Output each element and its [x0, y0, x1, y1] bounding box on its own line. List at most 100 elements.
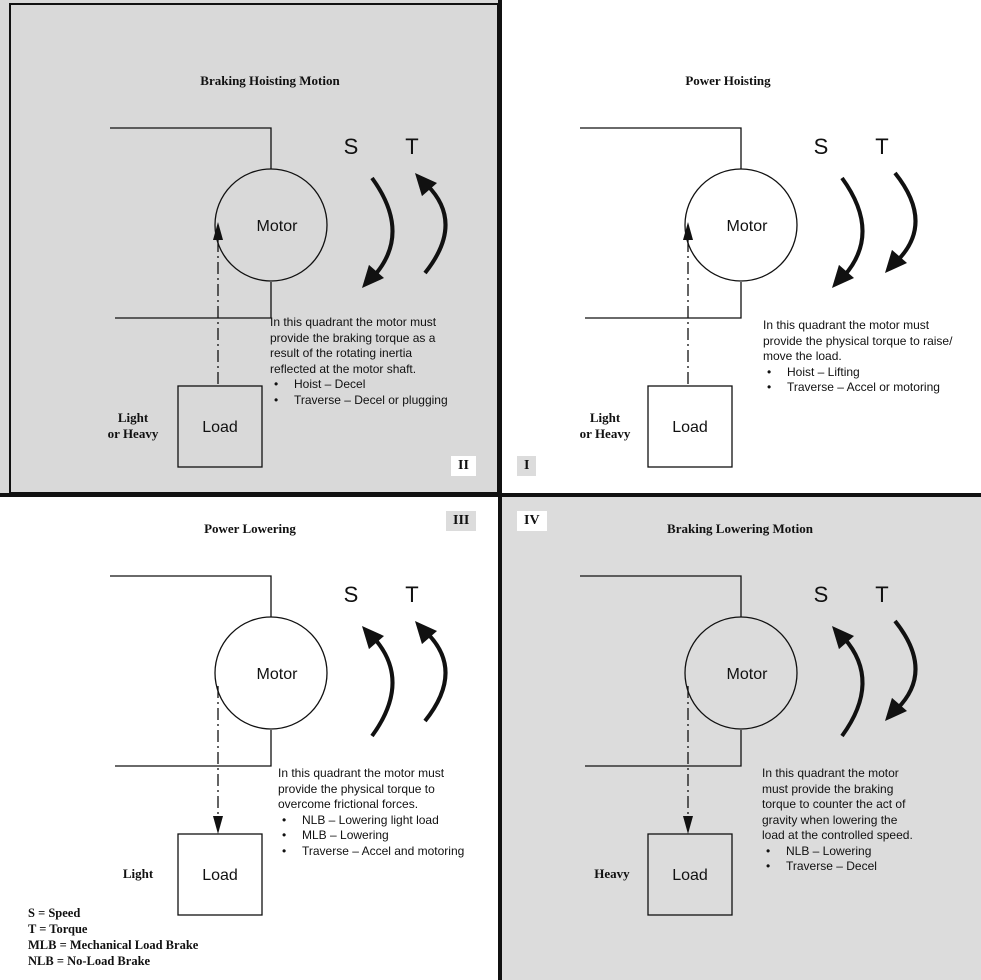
load-weight-line: Light	[589, 410, 621, 425]
description-line: In this quadrant the motor must	[270, 315, 437, 329]
bullet-item: Traverse – Accel or motoring	[767, 380, 979, 396]
q1-torque-arrow-shaft	[893, 171, 918, 263]
description-line: must provide the braking	[762, 781, 894, 796]
q1-motor-bottom-wire	[585, 282, 742, 319]
q1-load-label: Load	[672, 419, 708, 436]
bullet-item: Traverse – Accel and motoring	[282, 844, 498, 860]
description-line: provide the physical torque to raise/	[763, 333, 953, 348]
q2-speed-letter: S	[344, 134, 359, 159]
q4-motor-top-wire	[580, 575, 742, 618]
q4-torque-arrow-shaft	[893, 619, 918, 711]
q4-speed-arrow-shaft	[840, 636, 865, 738]
q4-link-arrowhead	[683, 816, 693, 834]
q2-load-label: Load	[202, 419, 238, 436]
bullet-item: NLB – Lowering	[766, 844, 978, 860]
q3-motor-top-wire	[110, 575, 272, 618]
q2-motor-top-wire	[110, 127, 272, 170]
q1-link-arrowhead	[683, 222, 693, 240]
q4-load-label: Load	[672, 867, 708, 884]
description-line: provide the braking torque as a	[270, 330, 436, 345]
quadrant-ii-description: In this quadrant the motor must provide …	[270, 315, 490, 408]
quadrant-i-load-weight: Light or Heavy	[572, 410, 638, 442]
q3-motor-label: Motor	[257, 666, 299, 683]
description-line: result of the rotating inertia	[270, 346, 413, 360]
q1-motor-circle	[684, 168, 798, 282]
legend-line: S = Speed	[28, 906, 81, 920]
quadrant-iv-number-badge: IV	[517, 511, 547, 531]
q2-motor-circle	[214, 168, 328, 282]
bullet-item: Hoist – Lifting	[767, 365, 979, 381]
description-line: torque to counter the act of	[762, 797, 906, 811]
load-weight-line: or Heavy	[579, 426, 631, 441]
q1-torque-arrow-head	[885, 249, 908, 273]
q2-motor-bottom-wire	[115, 282, 272, 319]
legend-line: T = Torque	[28, 922, 88, 936]
load-weight-line: or Heavy	[107, 426, 159, 441]
quadrant-iv-title: Braking Lowering Motion	[667, 521, 813, 536]
q3-load-label: Load	[202, 867, 238, 884]
q4-speed-arrow-head	[832, 626, 855, 650]
q2-speed-arrow-head	[362, 264, 385, 288]
q3-speed-arrow-head	[362, 626, 385, 650]
q3-speed-letter: S	[344, 582, 359, 607]
quadrant-ii-load-weight: Light or Heavy	[100, 410, 166, 442]
q2-link-arrowhead	[213, 222, 223, 240]
quadrant-iv-load-weight: Heavy	[584, 866, 640, 882]
q4-motor-circle	[684, 616, 798, 730]
description-line: overcome frictional forces.	[278, 797, 419, 811]
q2-load-box	[177, 385, 263, 468]
q2-torque-arrow-head	[415, 173, 438, 197]
quadrant-iv-description: In this quadrant the motor must provide …	[762, 766, 978, 875]
bullet-item: NLB – Lowering light load	[282, 813, 498, 829]
description-line: move the load.	[763, 349, 842, 363]
quadrant-iii-number-badge: III	[446, 511, 477, 531]
quadrant-ii-number-badge: II	[451, 456, 476, 476]
q1-motor-label: Motor	[727, 218, 769, 235]
q4-torque-letter: T	[875, 582, 888, 607]
quadrant-i-description: In this quadrant the motor must provide …	[763, 318, 979, 396]
q3-speed-arrow-shaft	[370, 636, 395, 738]
bullet-item: Hoist – Decel	[274, 377, 490, 393]
legend-line: MLB = Mechanical Load Brake	[28, 938, 199, 952]
bullet-item: Traverse – Decel or plugging	[274, 393, 490, 409]
bullet-item: Traverse – Decel	[766, 859, 978, 875]
description-line: reflected at the motor shaft.	[270, 361, 417, 376]
q3-torque-letter: T	[405, 582, 418, 607]
q1-torque-letter: T	[875, 134, 888, 159]
description-line: In this quadrant the motor must	[278, 766, 445, 780]
bullet-item: MLB – Lowering	[282, 828, 498, 844]
q4-motor-bottom-wire	[585, 730, 742, 767]
quadrant-i-title: Power Hoisting	[685, 73, 771, 88]
q1-speed-letter: S	[814, 134, 829, 159]
q1-speed-arrow-shaft	[840, 176, 865, 278]
quadrant-iii-title: Power Lowering	[204, 521, 296, 536]
quadrant-iii-load-weight: Light	[110, 866, 166, 882]
q3-torque-arrow-head	[415, 621, 438, 645]
q2-motor-label: Motor	[257, 218, 299, 235]
q2-torque-letter: T	[405, 134, 418, 159]
load-weight-line: Heavy	[594, 866, 630, 881]
q3-torque-arrow-shaft	[423, 631, 448, 723]
q1-load-box	[647, 385, 733, 468]
quadrant-iii-description: In this quadrant the motor must provide …	[278, 766, 498, 859]
description-line: load at the controlled speed.	[762, 828, 913, 842]
description-line: gravity when lowering the	[762, 812, 898, 827]
abbreviation-legend: S = Speed T = Torque MLB = Mechanical Lo…	[28, 905, 198, 969]
legend-line: NLB = No-Load Brake	[28, 954, 151, 968]
q4-torque-arrow-head	[885, 697, 908, 721]
q3-link-arrowhead	[213, 816, 223, 834]
quadrant-ii-title: Braking Hoisting Motion	[200, 73, 340, 88]
quadrant-i-number-badge: I	[517, 456, 537, 476]
load-weight-line: Light	[117, 410, 149, 425]
q4-load-box	[647, 833, 733, 916]
q2-torque-arrow-shaft	[423, 183, 448, 275]
q1-speed-arrow-head	[832, 264, 855, 288]
description-line: In this quadrant the motor	[762, 766, 899, 780]
q3-motor-bottom-wire	[115, 730, 272, 767]
q3-load-box	[177, 833, 263, 916]
description-line: provide the physical torque to	[278, 781, 435, 796]
q4-motor-label: Motor	[727, 666, 769, 683]
q2-speed-arrow-shaft	[370, 176, 395, 278]
